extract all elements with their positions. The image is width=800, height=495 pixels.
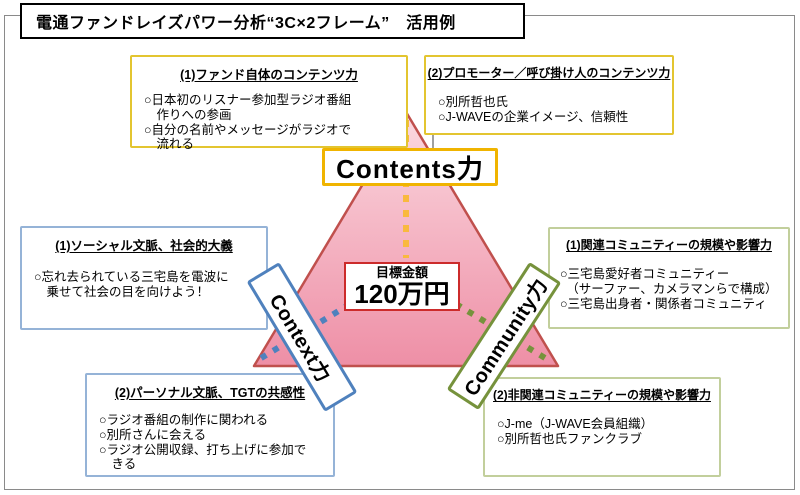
box-social-context-heading: (1)ソーシャル文脈、社会的大義 bbox=[55, 239, 233, 253]
list-item: ○ラジオ番組の制作に関われる bbox=[99, 413, 269, 427]
list-item: ○日本初のリスナー参加型ラジオ番組 bbox=[144, 93, 352, 107]
box-fund-contents: (1)ファンド自体のコンテンツ力 ○日本初のリスナー参加型ラジオ番組 作りへの参… bbox=[130, 55, 408, 151]
box-social-context-body: ○忘れ去られている三宅島を電波に 乗せて社会の目を向けよう！ bbox=[22, 254, 266, 300]
community-dotted-line bbox=[454, 301, 552, 364]
box-related-community-heading: (1)関連コミュニティーの規模や影響力 bbox=[566, 238, 772, 252]
box-social-context: (1)ソーシャル文脈、社会的大義 ○忘れ去られている三宅島を電波に 乗せて社会の… bbox=[20, 226, 268, 330]
box-related-community-body: ○三宅島愛好者コミュニティー （サーファー、カメラマンらで構成） ○三宅島出身者… bbox=[550, 253, 788, 311]
box-unrelated-community-heading: (2)非関連コミュニティーの規模や影響力 bbox=[493, 388, 711, 402]
goal-amount-caption: 目標金額 bbox=[375, 265, 428, 280]
list-item: ○忘れ去られている三宅島を電波に bbox=[34, 270, 229, 284]
contents-power-text: Contents力 bbox=[336, 153, 484, 184]
list-item: きる bbox=[99, 457, 137, 472]
box-personal-context-body: ○ラジオ番組の制作に関われる ○別所さんに会える ○ラジオ公開収録、打ち上げに参… bbox=[87, 401, 333, 472]
list-item: ○自分の名前やメッセージがラジオで bbox=[144, 122, 352, 137]
slide-title-box: 電通ファンドレイズパワー分析“3С×2フレーム” 活用例 bbox=[20, 3, 525, 39]
list-item: ○三宅島出身者・関係者コミュニティ bbox=[560, 296, 767, 311]
goal-amount-box: 目標金額 120万円 bbox=[344, 262, 460, 311]
contents-power-label: Contents力 bbox=[322, 148, 498, 186]
list-item: 流れる bbox=[144, 137, 195, 152]
box-fund-contents-body: ○日本初のリスナー参加型ラジオ番組 作りへの参画 ○自分の名前やメッセージがラジ… bbox=[132, 83, 406, 152]
list-item: ○J-WAVEの企業イメージ、信頼性 bbox=[438, 109, 629, 124]
list-item: ○三宅島愛好者コミュニティー bbox=[560, 267, 730, 281]
box-unrelated-community-body: ○J-me（J-WAVE会員組織） ○別所哲也氏ファンクラブ bbox=[485, 403, 719, 447]
list-item: ○別所さんに会える bbox=[99, 427, 207, 442]
box-promoter-contents-heading: (2)プロモーター／呼び掛け人のコンテンツ力 bbox=[427, 66, 671, 80]
box-personal-context-heading: (2)パーソナル文脈、TGTの共感性 bbox=[114, 386, 306, 400]
list-item: ○J-me（J-WAVE会員組織） bbox=[497, 417, 654, 431]
box-promoter-contents-body: ○別所哲也氏 ○J-WAVEの企業イメージ、信頼性 bbox=[426, 81, 672, 125]
box-promoter-contents: (2)プロモーター／呼び掛け人のコンテンツ力 ○別所哲也氏 ○J-WAVEの企業… bbox=[424, 55, 674, 135]
box-fund-contents-heading: (1)ファンド自体のコンテンツ力 bbox=[180, 68, 358, 82]
list-item: 作りへの参画 bbox=[144, 107, 232, 122]
power-triangle-shape bbox=[252, 110, 560, 368]
goal-amount-value: 120万円 bbox=[354, 279, 450, 309]
box-unrelated-community: (2)非関連コミュニティーの規模や影響力 ○J-me（J-WAVE会員組織） ○… bbox=[483, 377, 721, 477]
list-item: 乗せて社会の目を向けよう！ bbox=[34, 284, 210, 299]
context-dotted-line bbox=[256, 301, 352, 363]
slide-title: 電通ファンドレイズパワー分析“3С×2フレーム” 活用例 bbox=[36, 15, 456, 32]
box-related-community: (1)関連コミュニティーの規模や影響力 ○三宅島愛好者コミュニティー （サーファ… bbox=[548, 227, 790, 329]
list-item: ○ラジオ公開収録、打ち上げに参加で bbox=[99, 442, 307, 457]
list-item: （サーファー、カメラマンらで構成） bbox=[560, 281, 778, 296]
box-personal-context: (2)パーソナル文脈、TGTの共感性 ○ラジオ番組の制作に関われる ○別所さんに… bbox=[85, 373, 335, 477]
list-item: ○別所哲也氏 bbox=[438, 95, 509, 109]
list-item: ○別所哲也氏ファンクラブ bbox=[497, 431, 643, 446]
